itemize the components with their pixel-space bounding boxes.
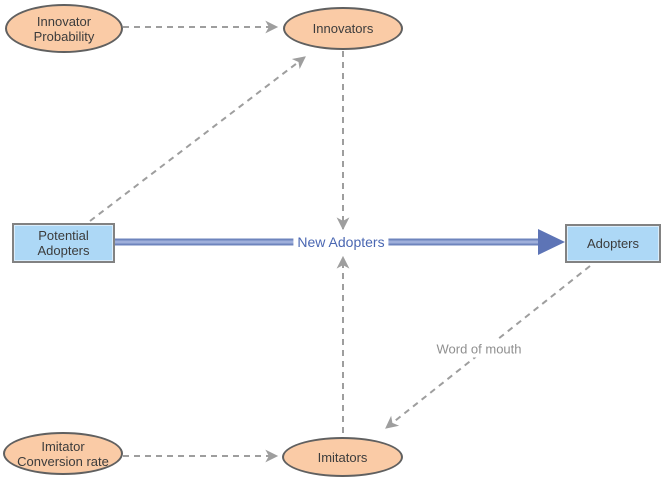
node-label-line: Adopters (37, 243, 90, 258)
node-label-line: Probability (33, 28, 95, 44)
link-potential-adopters-to-innovators[interactable] (89, 56, 306, 222)
flow-arrowhead-icon (538, 229, 565, 255)
node-adopters[interactable]: Adopters (565, 224, 661, 263)
link-label-word-of-mouth[interactable]: Word of mouth (433, 340, 525, 358)
flow-label-new-adopters[interactable]: New Adopters (293, 233, 389, 251)
node-label-line: Innovator (36, 13, 92, 29)
node-innovator-probability[interactable]: Innovator Probability (5, 4, 123, 53)
node-imitator-conversion-rate[interactable]: Imitator Conversion rate (3, 432, 123, 475)
node-label-line: Imitator (41, 438, 85, 454)
node-label-line: Conversion rate (17, 453, 109, 469)
node-imitators[interactable]: Imitators (282, 437, 403, 477)
node-potential-adopters[interactable]: Potential Adopters (12, 223, 115, 263)
node-label: Innovators (312, 21, 374, 36)
node-label-line: Potential (38, 228, 89, 243)
node-label: Adopters (586, 236, 640, 251)
node-label: Imitators (317, 449, 368, 465)
node-innovators[interactable]: Innovators (283, 7, 403, 50)
